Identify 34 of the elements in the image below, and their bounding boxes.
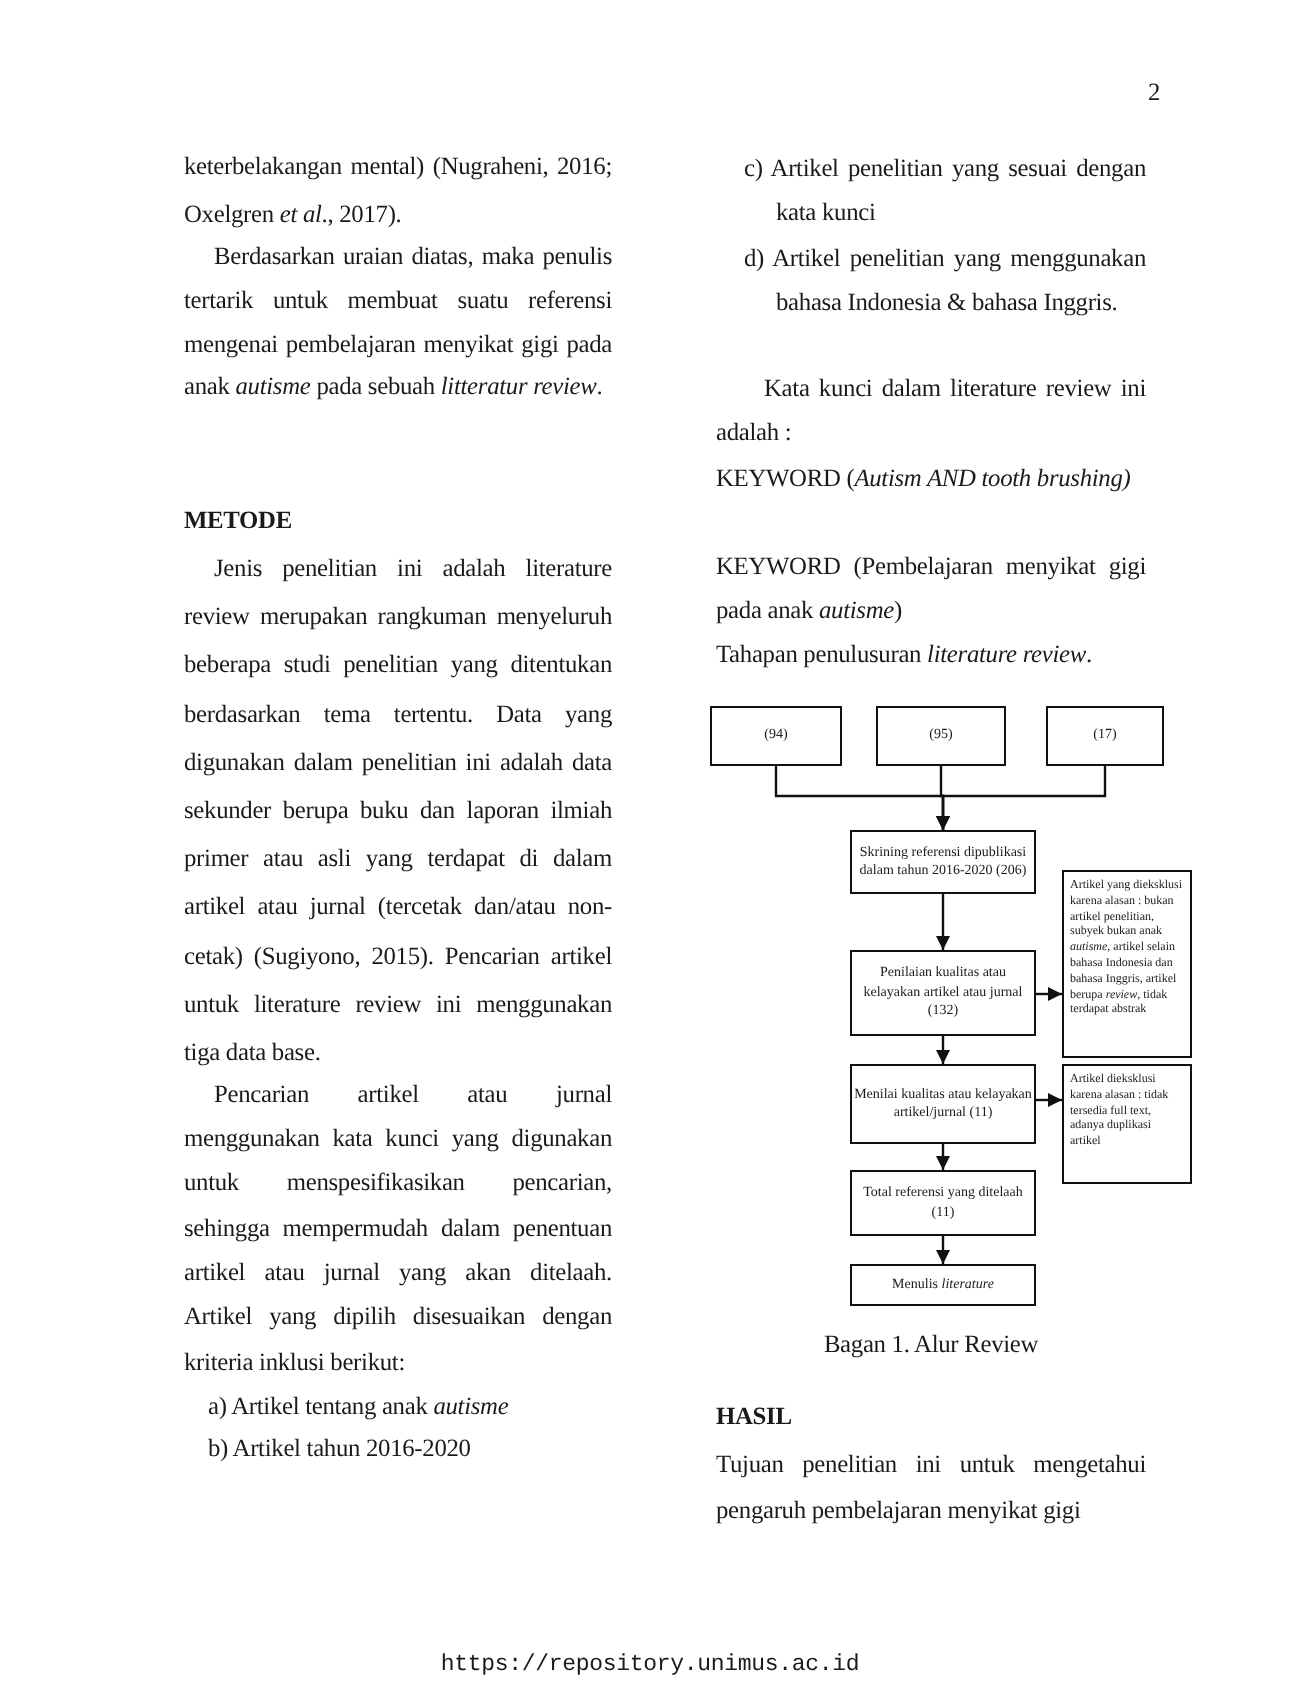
paragraph: Tahapan penulusuran literature review. [716, 638, 1094, 672]
list-item: d) Artikel penelitian yang menggunakan bahasa Indonesia & bahasa Inggris. [744, 242, 1146, 320]
arrow [936, 1036, 950, 1064]
section-heading: METODE [184, 504, 294, 538]
arrow [936, 766, 1107, 830]
exclusion-box [1062, 1064, 1192, 1184]
arrow [936, 1144, 950, 1170]
exclusion-box [1062, 870, 1192, 1058]
source-box [710, 706, 842, 766]
source-box [876, 706, 1006, 766]
arrow [1036, 987, 1062, 1001]
paragraph: Tujuan penelitian ini untuk mengetahui pengaruh pembelajaran menyikat gigi [716, 1447, 1146, 1528]
footer-url: https://repository.unimus.ac.id [438, 1652, 862, 1680]
process-box [850, 950, 1036, 1036]
paragraph: Berdasarkan uraian diatas, maka penulis tertarik untuk membuat suatu referensi mengenai pembelajaran menyikat gigi pada anak autisme pada sebuah litteratur review. [184, 240, 612, 405]
process-box [850, 830, 1036, 894]
list-item: b) Artikel tahun 2016-2020 [208, 1432, 473, 1466]
paragraph: Pencarian artikel atau jurnal menggunakan kata kunci yang digunakan untuk menspesifikasikan pencarian, sehingga mempermudah dalam penentuan artikel atau jurnal yang akan ditelaah. Artikel yang dipilih disesuaikan dengan kriteria inklusi berikut: [184, 1077, 612, 1380]
paragraph: KEYWORD (Pembelajaran menyikat gigi pada anak autisme) [716, 550, 1146, 628]
process-box [850, 1264, 1036, 1306]
list-item: a) Artikel tentang anak autisme [208, 1390, 511, 1424]
process-box [850, 1064, 1036, 1144]
process-box [850, 1170, 1036, 1236]
paragraph: KEYWORD (Autism AND tooth brushing) [716, 462, 1133, 496]
paragraph: Kata kunci dalam literature review ini adalah : [716, 372, 1146, 450]
arrow [1036, 1093, 1062, 1107]
page-number: 2 [1145, 76, 1160, 108]
paragraph: keterbelakangan mental) (Nugraheni, 2016; Oxelgren et al., 2017). [184, 150, 612, 232]
figure-caption: Bagan 1. Alur Review [821, 1328, 1041, 1362]
source-box [1046, 706, 1164, 766]
paragraph: Jenis penelitian ini adalah literature review merupakan rangkuman menyeluruh beberapa studi penelitian yang ditentukan berdasarkan tema tertentu. Data yang digunakan dalam penelitian ini adalah data sekunder berupa buku dan laporan ilmiah primer atau asli yang terdapat di dalam artikel atau jurnal (tercetak dan/atau non-cetak) (Sugiyono, 2015). Pencarian artikel untuk literature review ini menggunakan tiga data base. [184, 551, 612, 1070]
arrow [936, 1236, 950, 1264]
arrow [936, 894, 950, 950]
section-heading: HASIL [716, 1400, 794, 1434]
